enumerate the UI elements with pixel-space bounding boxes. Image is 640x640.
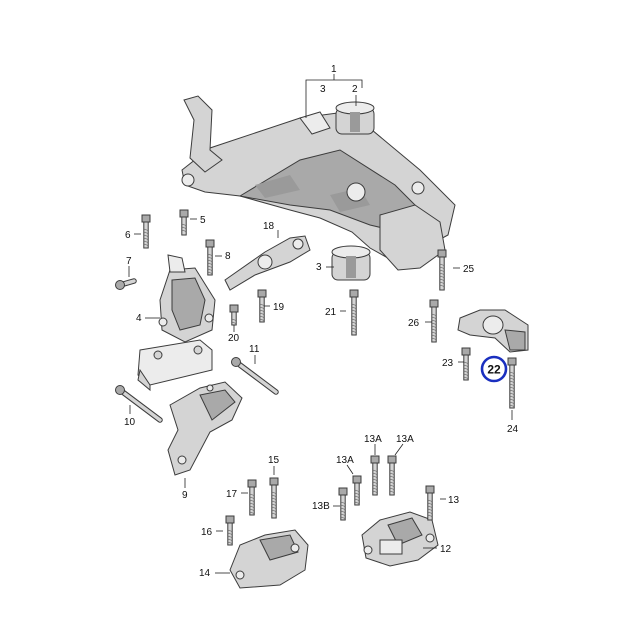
callout-13a-1: 13A [364, 434, 382, 445]
callout-3-top: 3 [320, 84, 326, 95]
callout-2: 2 [352, 84, 358, 95]
bolts-group [115, 209, 517, 546]
callout-26: 26 [408, 318, 420, 329]
callout-13a-3: 13A [336, 455, 354, 466]
bolt-19 [257, 289, 267, 323]
bolt-13a-2 [387, 455, 397, 496]
bolt-13a-1 [370, 455, 380, 496]
highlight-ring [480, 355, 508, 383]
link-18 [224, 235, 311, 291]
bolt-8 [205, 239, 215, 276]
callout-16: 16 [201, 527, 213, 538]
callout-13a-2: 13A [396, 434, 414, 445]
bushing-3 [331, 245, 371, 281]
bolt-17 [247, 479, 257, 516]
callout-12: 12 [440, 544, 452, 555]
callout-18: 18 [263, 221, 275, 232]
bolt-15 [269, 477, 279, 519]
callout-4: 4 [136, 313, 142, 324]
bolt-7 [115, 278, 137, 290]
bolt-26 [429, 299, 439, 343]
bracket-plate [137, 339, 213, 392]
bolt-5 [179, 209, 189, 236]
callout-15: 15 [268, 455, 280, 466]
callout-20: 20 [228, 333, 240, 344]
bolt-23 [461, 347, 471, 381]
bolt-24 [507, 357, 517, 409]
engine-mount-4 [158, 254, 216, 343]
callout-11: 11 [249, 344, 260, 355]
bolt-13a-3 [352, 475, 362, 506]
callout-3-bushing: 3 [316, 262, 322, 273]
callout-9: 9 [182, 490, 188, 501]
mount-14 [229, 529, 309, 589]
callout-23: 23 [442, 358, 454, 369]
callout-19: 19 [273, 302, 285, 313]
callout-1: 1 [331, 64, 337, 75]
bolt-20 [229, 304, 239, 326]
bracket-9 [167, 381, 243, 476]
bolt-16 [225, 515, 235, 546]
callout-13: 13 [448, 495, 460, 506]
clamp-bracket [457, 309, 529, 353]
callout-10: 10 [124, 417, 136, 428]
bolt-13b [338, 487, 348, 521]
bolt-11 [231, 357, 279, 395]
leader-lines [128, 74, 513, 574]
bolt-13 [425, 485, 435, 521]
callout-7: 7 [126, 256, 132, 267]
callout-21: 21 [325, 307, 337, 318]
callout-14: 14 [199, 568, 211, 579]
callout-22: 22 [487, 363, 501, 377]
callout-25: 25 [463, 264, 475, 275]
bolt-21 [349, 289, 359, 336]
callout-17: 17 [226, 489, 238, 500]
bolt-25 [437, 249, 447, 291]
bushing-2 [335, 101, 375, 135]
callout-6: 6 [125, 230, 131, 241]
callout-labels: 1 3 2 3 4 5 6 7 8 9 10 11 12 13 13A 13A … [124, 64, 519, 579]
callout-8: 8 [225, 251, 231, 262]
bolt-10 [115, 385, 163, 423]
bolt-6 [141, 214, 151, 249]
callout-5: 5 [200, 215, 206, 226]
callout-24: 24 [507, 424, 519, 435]
mount-12 [361, 511, 439, 567]
subframe [181, 95, 456, 271]
callout-13b: 13B [312, 501, 330, 512]
